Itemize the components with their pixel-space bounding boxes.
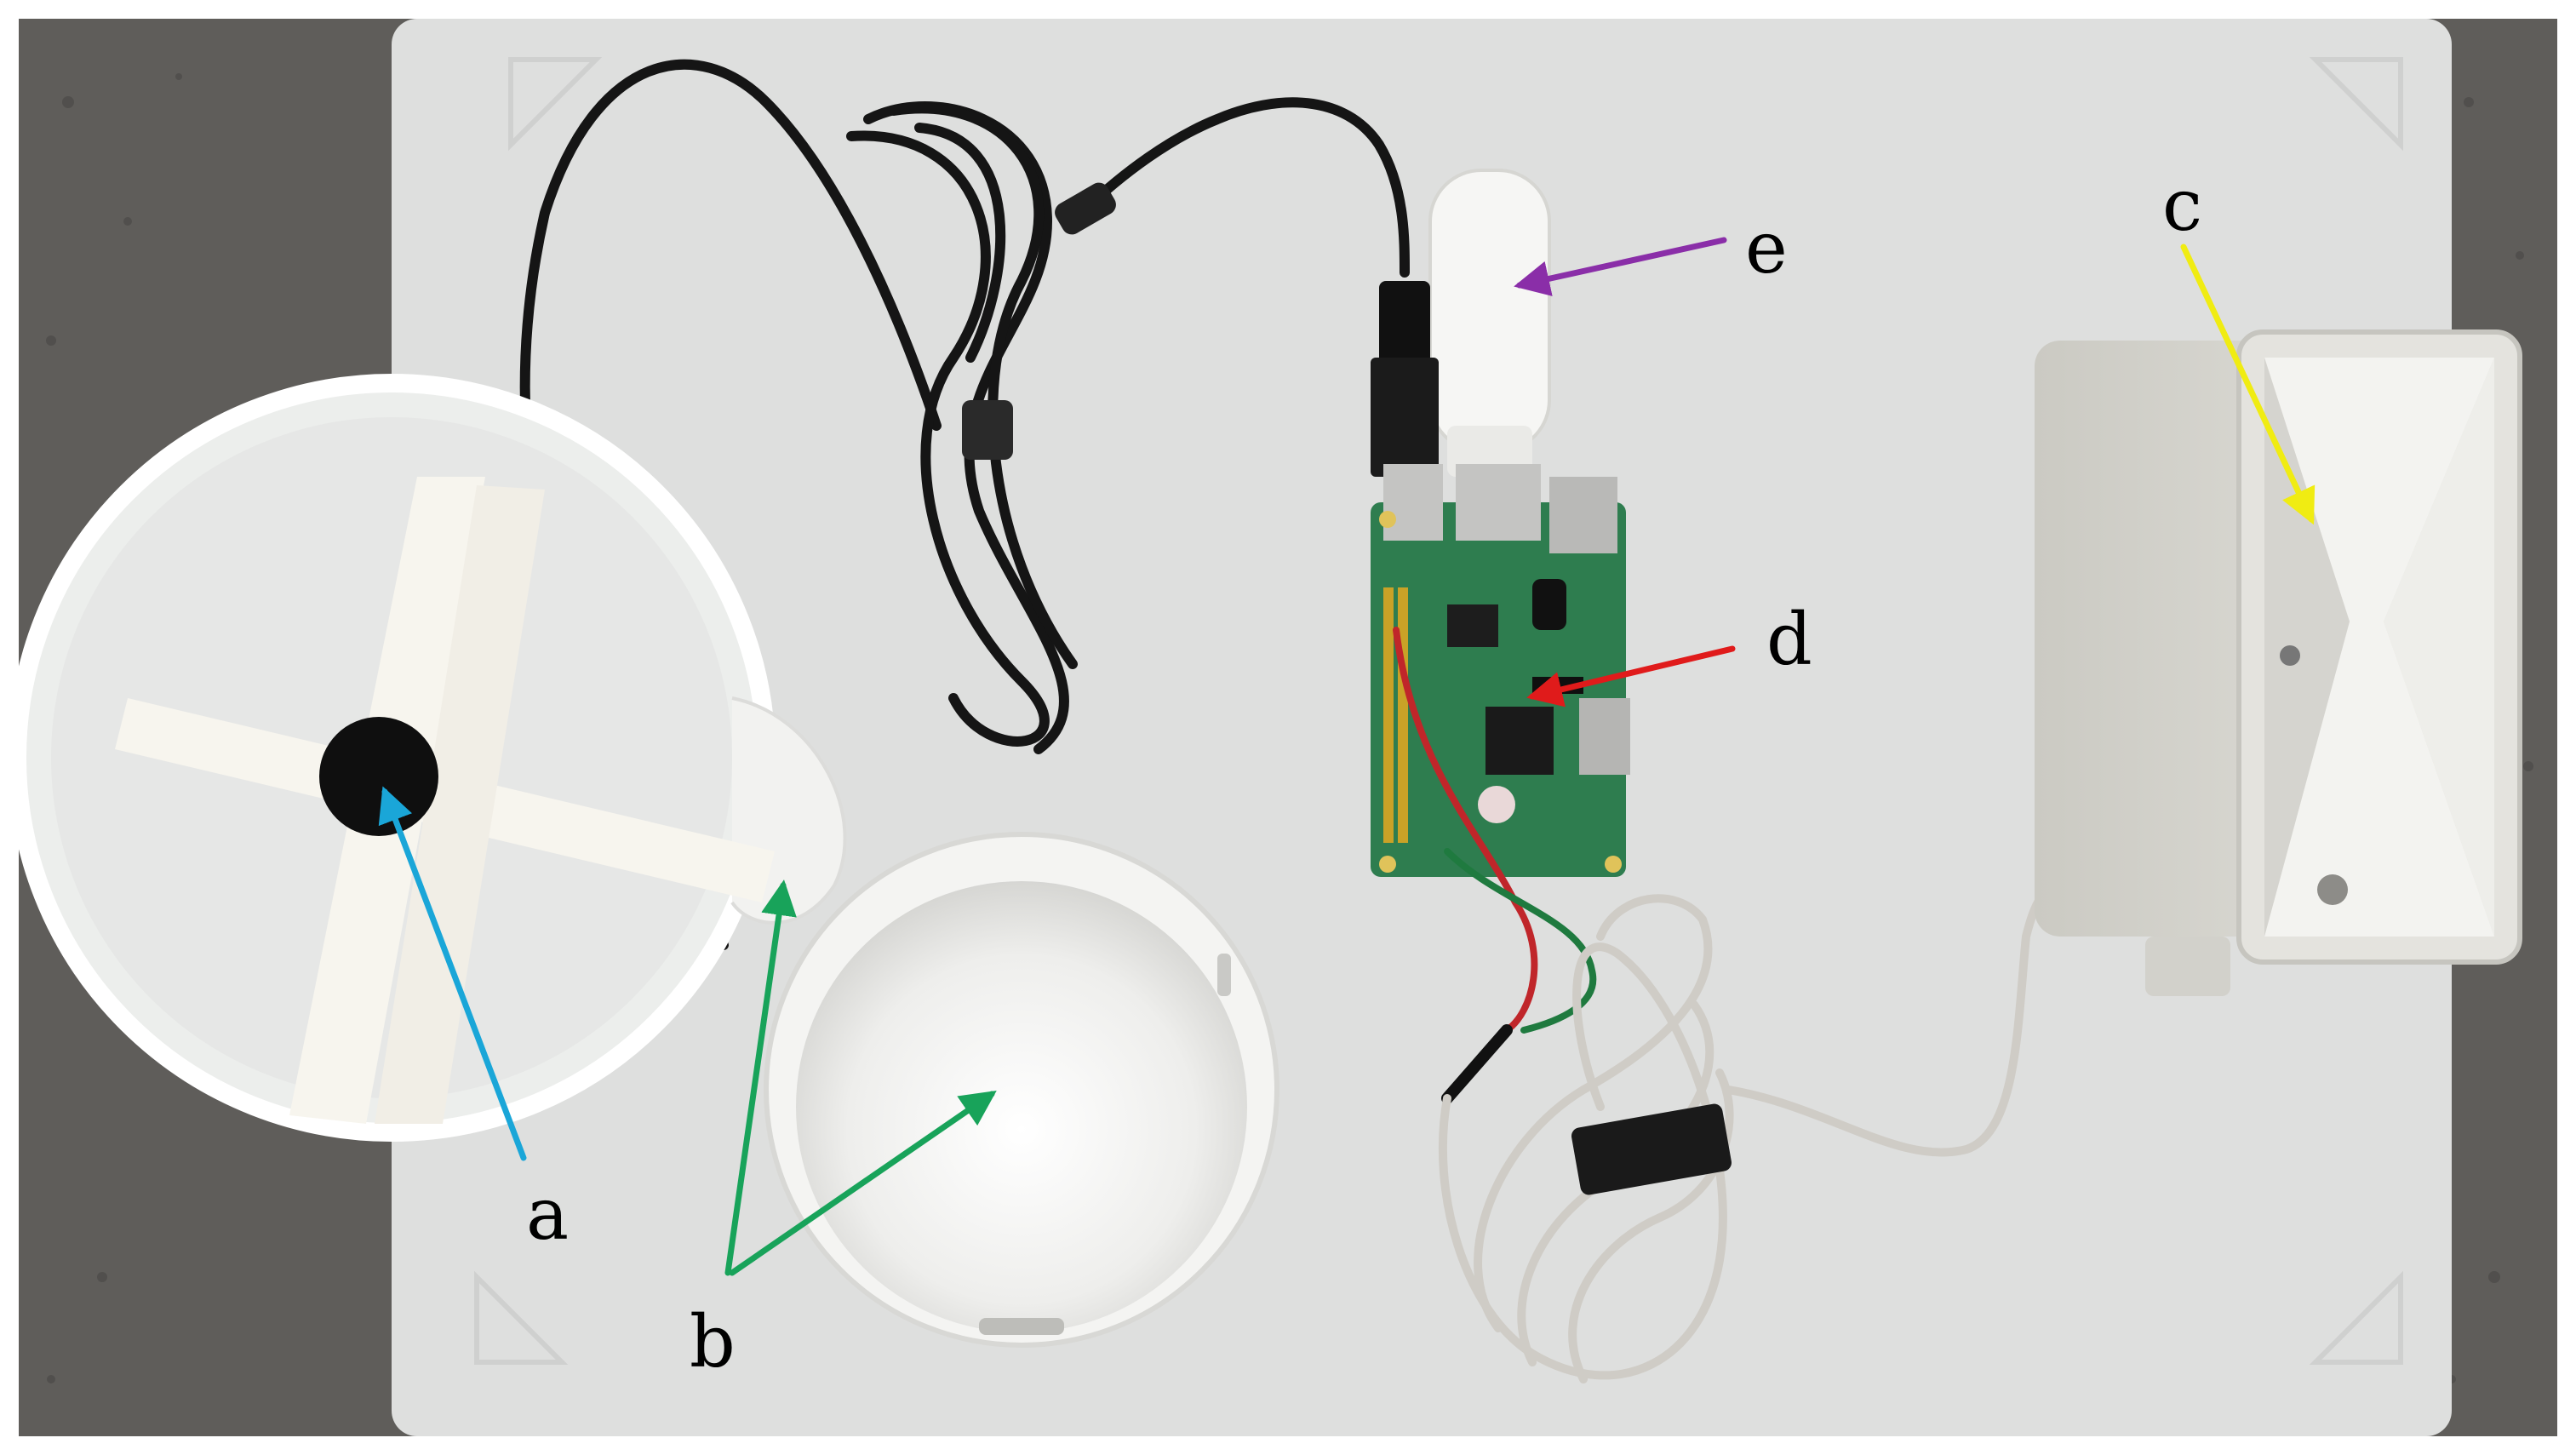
cable-ferrite [1055, 182, 1116, 235]
label-d: d [1766, 598, 1812, 681]
optical-sensor-enclosure [2035, 329, 2522, 996]
board-corner-marks [474, 57, 2403, 1365]
label-b: b [690, 1300, 736, 1383]
arrow-d [1526, 645, 1736, 707]
tape-wrap [1571, 1103, 1732, 1195]
cable-tie [962, 400, 1013, 460]
label-a: a [526, 1172, 569, 1256]
annotation-arrows [378, 237, 2316, 1276]
funnel-bowl [764, 832, 1279, 1348]
arrow-c [2180, 243, 2316, 525]
arrow-e [1514, 237, 1727, 296]
usb-modem-dongle [1428, 169, 1551, 477]
usb-plug [1379, 281, 1430, 366]
sensor-pad [319, 717, 438, 836]
raspberry-pi-board [1371, 464, 1630, 877]
black-cable [519, 59, 1410, 950]
label-e: e [1745, 206, 1788, 289]
sensor-wires [1393, 627, 1597, 1104]
usb-adapter [1371, 358, 1439, 477]
arrow-b-left [724, 879, 797, 1276]
arrow-b-right [729, 1091, 997, 1276]
label-c: c [2162, 163, 2202, 247]
arrow-a [378, 786, 527, 1161]
